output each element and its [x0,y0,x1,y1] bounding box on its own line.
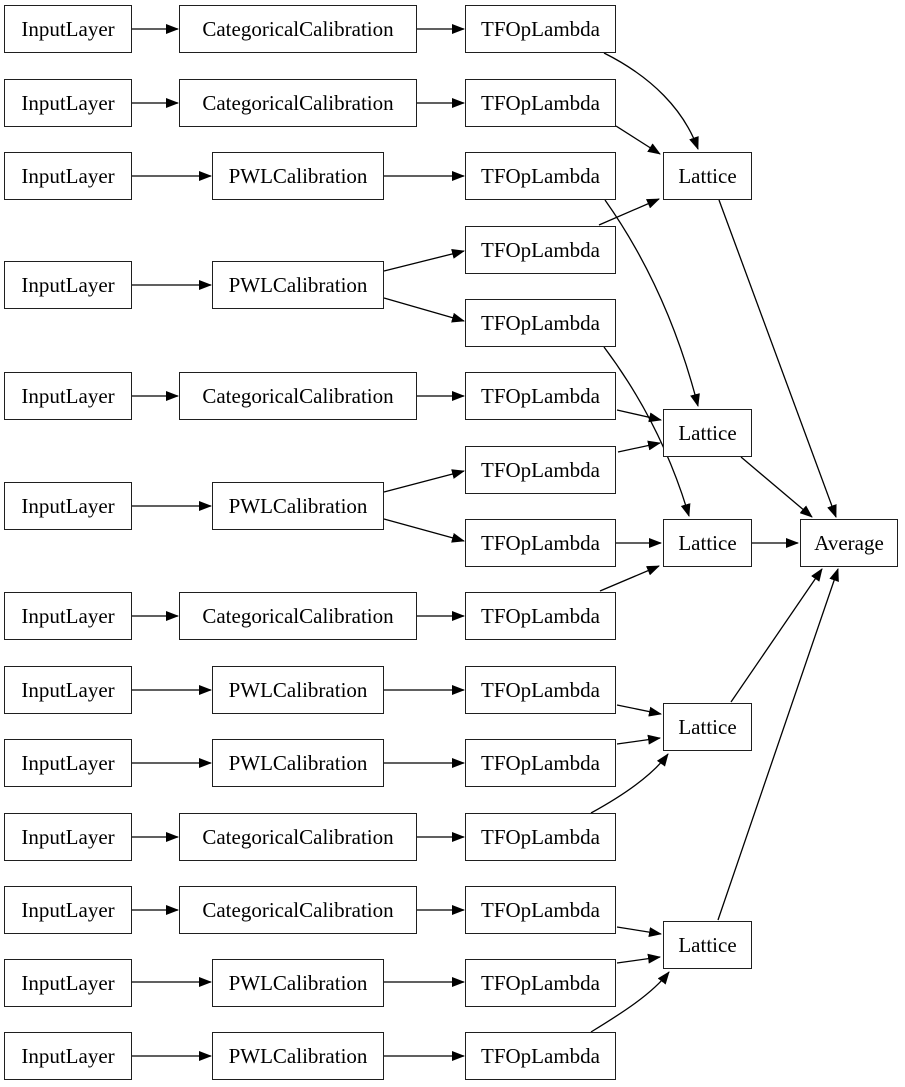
node-avg: Average [800,519,898,567]
edge-t14-l5 [616,953,661,964]
edge-c4-t4 [383,249,465,272]
node-c13: PWLCalibration [212,1032,384,1080]
node-il3: InputLayer [4,152,132,200]
node-t3: TFOpLambda [465,152,616,200]
edge-t2-l1 [615,125,661,155]
node-l4: Lattice [663,703,752,751]
node-il10: InputLayer [4,813,132,861]
edge-t4-l1 [598,198,660,226]
node-t10: TFOpLambda [465,666,616,714]
node-c10: CategoricalCalibration [179,813,417,861]
node-c1: CategoricalCalibration [179,5,417,53]
edge-c4-t5 [383,297,465,323]
node-t11: TFOpLambda [465,739,616,787]
node-t15: TFOpLambda [465,1032,616,1080]
node-t6: TFOpLambda [465,372,616,420]
node-il11: InputLayer [4,886,132,934]
edge-l4-avg [730,568,823,703]
node-t9: TFOpLambda [465,592,616,640]
edge-l2-avg [740,456,813,518]
node-il5: InputLayer [4,372,132,420]
node-c11: CategoricalCalibration [179,886,417,934]
node-t8: TFOpLambda [465,519,616,567]
edge-t7-l2 [617,440,661,453]
node-c7: CategoricalCalibration [179,592,417,640]
edge-t9-l3 [599,565,660,592]
edge-t11-l4 [616,734,661,745]
node-c4: PWLCalibration [212,261,384,309]
node-il7: InputLayer [4,592,132,640]
edge-t10-l4 [616,704,662,717]
node-il12: InputLayer [4,959,132,1007]
edge-c6-t8 [383,518,465,543]
node-c3: PWLCalibration [212,152,384,200]
node-il8: InputLayer [4,666,132,714]
node-t4: TFOpLambda [465,226,616,274]
node-il6: InputLayer [4,482,132,530]
edge-t13-l5 [616,926,662,938]
edge-t15-l5 [590,971,670,1033]
node-il9: InputLayer [4,739,132,787]
node-t5: TFOpLambda [465,299,616,347]
edge-c6-t7 [383,469,465,493]
node-il13: InputLayer [4,1032,132,1080]
edge-t6-l2 [616,409,662,423]
edges-group [132,24,839,1061]
edge-l5-avg [717,568,839,921]
node-t12: TFOpLambda [465,813,616,861]
node-c6: PWLCalibration [212,482,384,530]
edge-t1-l1 [603,52,699,150]
node-t14: TFOpLambda [465,959,616,1007]
node-t2: TFOpLambda [465,79,616,127]
node-l1: Lattice [663,152,752,200]
node-il2: InputLayer [4,79,132,127]
node-il1: InputLayer [4,5,132,53]
edge-l1-avg [718,199,837,518]
edge-t12-l4 [590,753,669,814]
node-il4: InputLayer [4,261,132,309]
node-c9: PWLCalibration [212,739,384,787]
edge-t5-l3 [603,346,691,517]
node-t13: TFOpLambda [465,886,616,934]
node-l3: Lattice [663,519,752,567]
edge-t3-l2 [604,199,700,407]
node-l5: Lattice [663,921,752,969]
node-c12: PWLCalibration [212,959,384,1007]
node-c2: CategoricalCalibration [179,79,417,127]
node-t1: TFOpLambda [465,5,616,53]
node-c5: CategoricalCalibration [179,372,417,420]
node-t7: TFOpLambda [465,446,616,494]
node-l2: Lattice [663,409,752,457]
node-c8: PWLCalibration [212,666,384,714]
